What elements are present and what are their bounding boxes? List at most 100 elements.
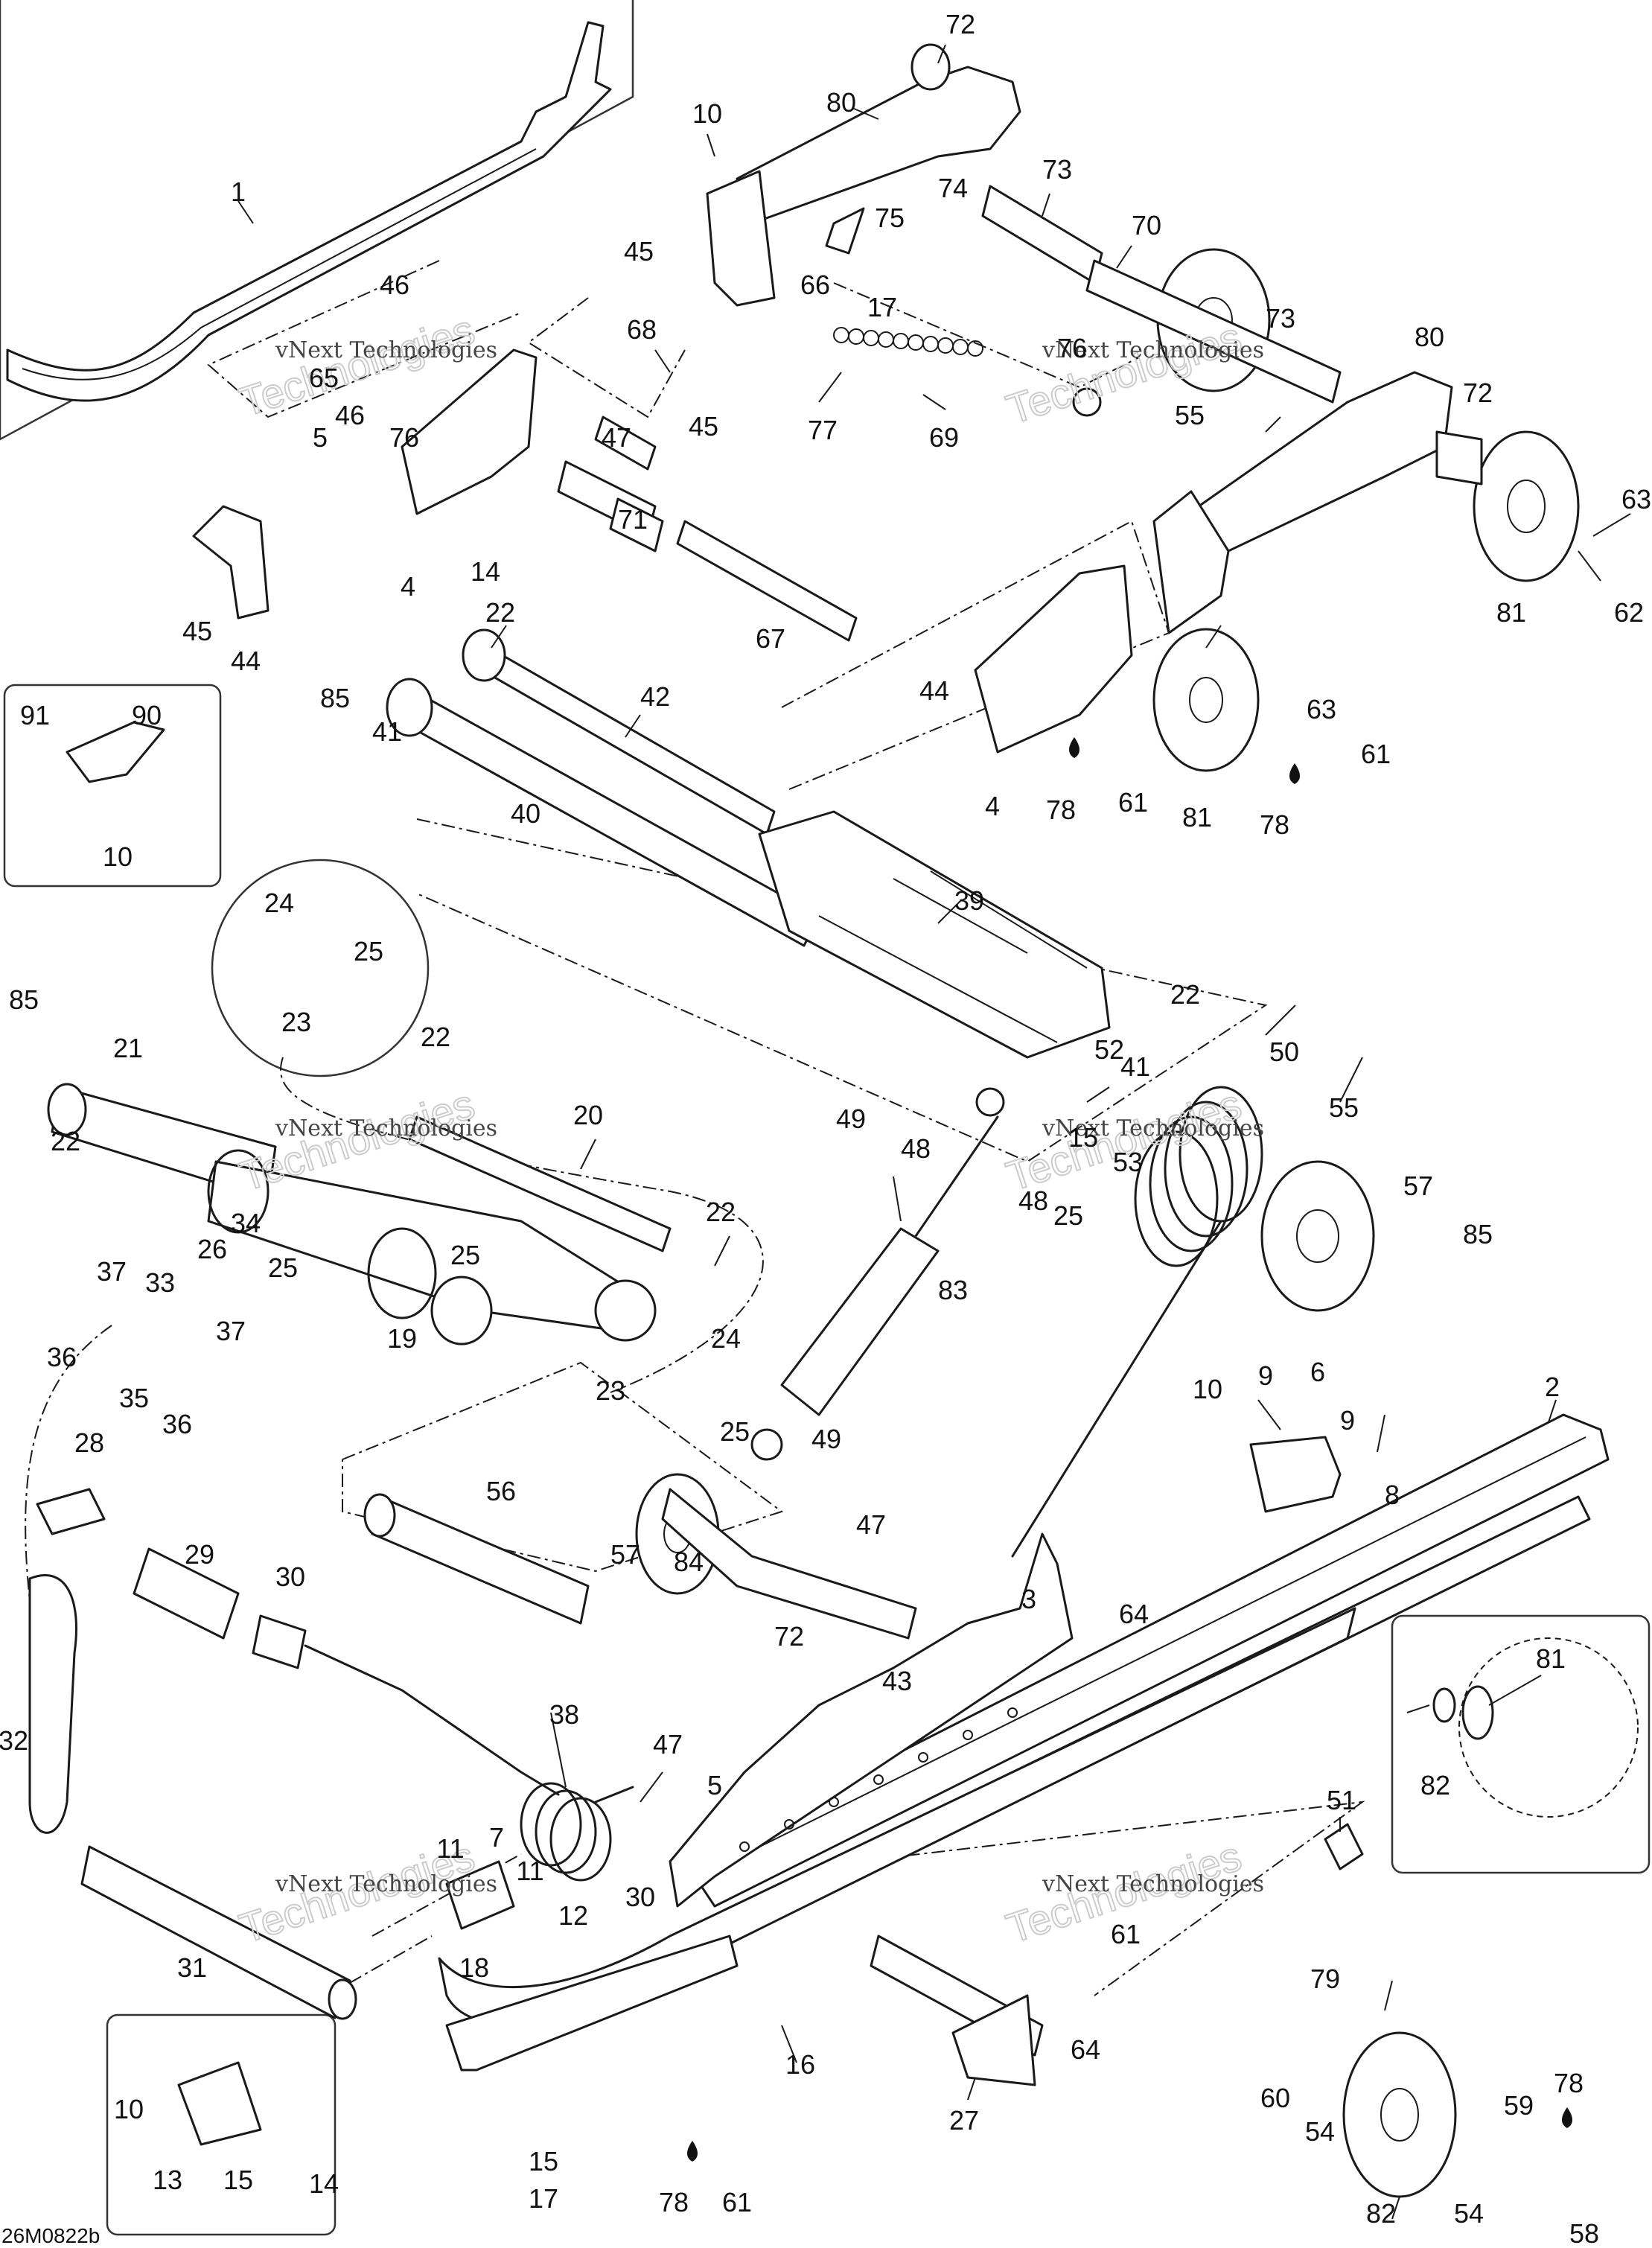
- callout-label: 64: [1119, 1599, 1149, 1629]
- callout-label: 63: [1621, 484, 1651, 515]
- spring-part-38: [304, 1644, 634, 1882]
- callout-label: 61: [1361, 739, 1391, 769]
- callout-label: 39: [954, 885, 984, 916]
- callout-label: 19: [387, 1323, 417, 1354]
- tube-part-30: [252, 1614, 307, 1669]
- callout-label: 73: [1042, 154, 1072, 185]
- callout-label: 78: [1260, 809, 1289, 840]
- callout-label: 63: [1307, 694, 1336, 725]
- frame-part-39: [758, 810, 1111, 1059]
- callout-label: 40: [511, 798, 540, 829]
- callout-label: 5: [707, 1770, 722, 1800]
- callout-label: 10: [1193, 1374, 1222, 1404]
- callout-label: 44: [919, 675, 949, 706]
- callout-label: 4: [985, 791, 1000, 821]
- callout-label: 13: [153, 2165, 182, 2195]
- wheel-part-55: [1260, 1160, 1375, 1312]
- callout-label: 84: [674, 1547, 704, 1577]
- callout-label: 81: [1496, 597, 1526, 628]
- callout-label: 10: [692, 98, 722, 129]
- callout-label: 5: [313, 422, 328, 453]
- callout-label: 61: [1111, 1919, 1141, 1949]
- callout-label: 34: [231, 1208, 261, 1238]
- callout-label: 21: [113, 1033, 143, 1063]
- callout-label: 36: [47, 1342, 77, 1372]
- callout-label: 83: [938, 1275, 968, 1305]
- callout-label: 72: [1463, 378, 1493, 408]
- callout-label: 52: [1094, 1034, 1124, 1065]
- grease-drop-icon: [687, 2141, 698, 2162]
- callout-label: 69: [929, 422, 959, 453]
- callout-label: 24: [264, 888, 294, 918]
- spring-rod-50: [1011, 1220, 1222, 1558]
- block-part-7: [445, 1860, 515, 1930]
- bracket-part-90: [66, 721, 165, 783]
- callout-label: 7: [489, 1822, 504, 1853]
- callout-label: 10: [114, 2094, 144, 2124]
- callout-label: 45: [624, 236, 654, 267]
- front-arm-assembly: [47, 1083, 672, 1346]
- callout-label: 57: [610, 1539, 640, 1570]
- watermark-text: vNext Technologies: [1042, 337, 1264, 363]
- watermark-text: vNext Technologies: [275, 1871, 497, 1897]
- callout-label: 37: [216, 1316, 246, 1346]
- callout-label: 81: [1182, 802, 1212, 832]
- callout-label: 82: [1420, 1770, 1450, 1800]
- callout-label: 58: [1569, 2218, 1599, 2248]
- callout-label: 77: [808, 415, 838, 445]
- callout-label: 23: [281, 1007, 311, 1037]
- block-part-6: [1249, 1436, 1342, 1513]
- tube-part-31: [80, 1845, 351, 2019]
- shock-and-springs: [304, 1086, 1263, 1882]
- idler-wheel-81a: [1473, 430, 1580, 582]
- callout-label: 47: [856, 1509, 886, 1540]
- callout-label: 29: [185, 1539, 214, 1570]
- callout-label: 20: [573, 1100, 603, 1130]
- inset-box-81-82: [1391, 1614, 1651, 1874]
- lubrication-markers: [687, 737, 1572, 2162]
- callout-label: 80: [826, 87, 856, 118]
- idler-wheel-81b: [1152, 628, 1260, 772]
- callout-label: 17: [529, 2183, 558, 2214]
- callout-label: 46: [380, 270, 409, 300]
- front-bracket-assembly: [192, 170, 1260, 772]
- callout-label: 55: [1329, 1092, 1359, 1123]
- callout-label: 85: [9, 984, 39, 1015]
- wheels: [635, 1160, 1639, 2198]
- callout-label: 47: [653, 1729, 683, 1760]
- callout-label: 65: [309, 363, 339, 393]
- callout-label: 31: [177, 1952, 207, 1983]
- callout-label: 36: [162, 1409, 192, 1439]
- callout-label: 9: [1258, 1360, 1273, 1391]
- callout-label: 56: [486, 1476, 516, 1506]
- callout-label: 35: [119, 1383, 149, 1413]
- callout-label: 78: [659, 2187, 689, 2217]
- callout-label: 82: [1366, 2198, 1396, 2229]
- watermark-text: vNext Technologies: [1042, 1115, 1264, 1141]
- callout-label: 71: [618, 504, 648, 535]
- callout-label: 25: [450, 1240, 480, 1270]
- tube-part-29: [133, 1547, 240, 1640]
- callout-label: 45: [182, 616, 212, 646]
- callout-label: 6: [1310, 1357, 1325, 1387]
- callout-label: 70: [1132, 210, 1161, 241]
- bracket-part-44a: [192, 505, 270, 620]
- callout-label: 54: [1454, 2198, 1484, 2229]
- callout-label: 42: [640, 681, 670, 712]
- callout-label: 26: [197, 1234, 227, 1264]
- callout-label: 78: [1554, 2068, 1584, 2098]
- callout-label: 41: [372, 716, 402, 747]
- grease-drop-icon: [1562, 2107, 1572, 2128]
- lower-components: [28, 721, 1364, 2146]
- watermark-text: vNext Technologies: [275, 1115, 497, 1141]
- callout-label: 68: [627, 314, 657, 345]
- bracket-part-28: [36, 1488, 106, 1535]
- leader-lines: [237, 44, 1631, 2220]
- clip-part-51: [1324, 1823, 1364, 1870]
- bracket-part-44b: [974, 564, 1133, 754]
- callout-label: 80: [1415, 322, 1444, 352]
- callout-label: 15: [223, 2165, 253, 2195]
- callout-label: 25: [354, 936, 383, 967]
